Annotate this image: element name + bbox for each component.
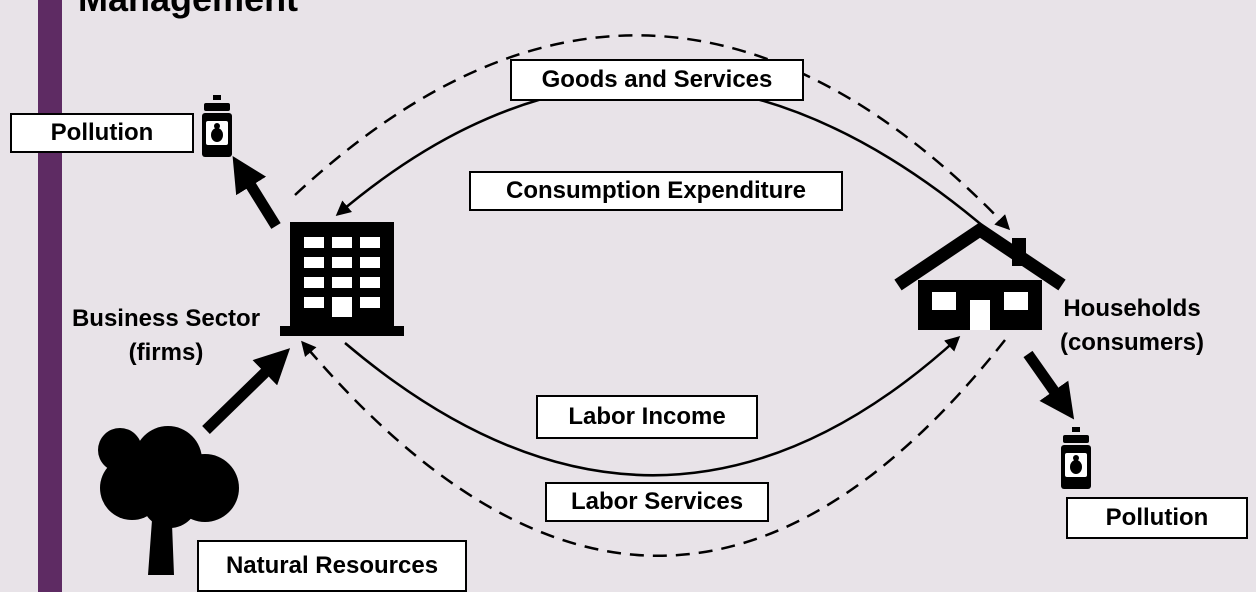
house-icon — [894, 222, 1066, 330]
labor-services-label: Labor Services — [545, 482, 769, 522]
goods-services-label: Goods and Services — [510, 59, 804, 101]
office-building-icon — [280, 222, 404, 336]
labor-income-flow — [344, 335, 961, 477]
households-pollution-arrow — [1023, 350, 1075, 420]
business-pollution-arrow — [232, 156, 281, 229]
natural-resources-label: Natural Resources — [197, 540, 467, 592]
natural-resources-arrow — [202, 348, 291, 434]
households-subtitle: (consumers) — [1059, 328, 1205, 356]
slide-title: Management — [78, 0, 298, 20]
pollution-canister-icon — [202, 95, 232, 157]
accent-bar — [38, 0, 62, 592]
households-label: Households (consumers) — [1040, 292, 1224, 359]
households-name: Households — [1063, 295, 1201, 322]
households-pollution-label: Pollution — [1066, 497, 1248, 539]
pollution-canister-icon — [1061, 427, 1091, 489]
consumption-expenditure-label: Consumption Expenditure — [469, 171, 843, 211]
labor-income-label: Labor Income — [536, 395, 758, 439]
business-sector-label: Business Sector (firms) — [60, 302, 272, 369]
business-sector-name: Business Sector — [71, 305, 261, 332]
labor-services-flow — [301, 339, 1006, 557]
business-pollution-label: Pollution — [10, 113, 194, 153]
goods-services-flow — [294, 34, 1011, 231]
business-sector-subtitle: (firms) — [128, 338, 204, 366]
tree-icon — [98, 426, 239, 575]
